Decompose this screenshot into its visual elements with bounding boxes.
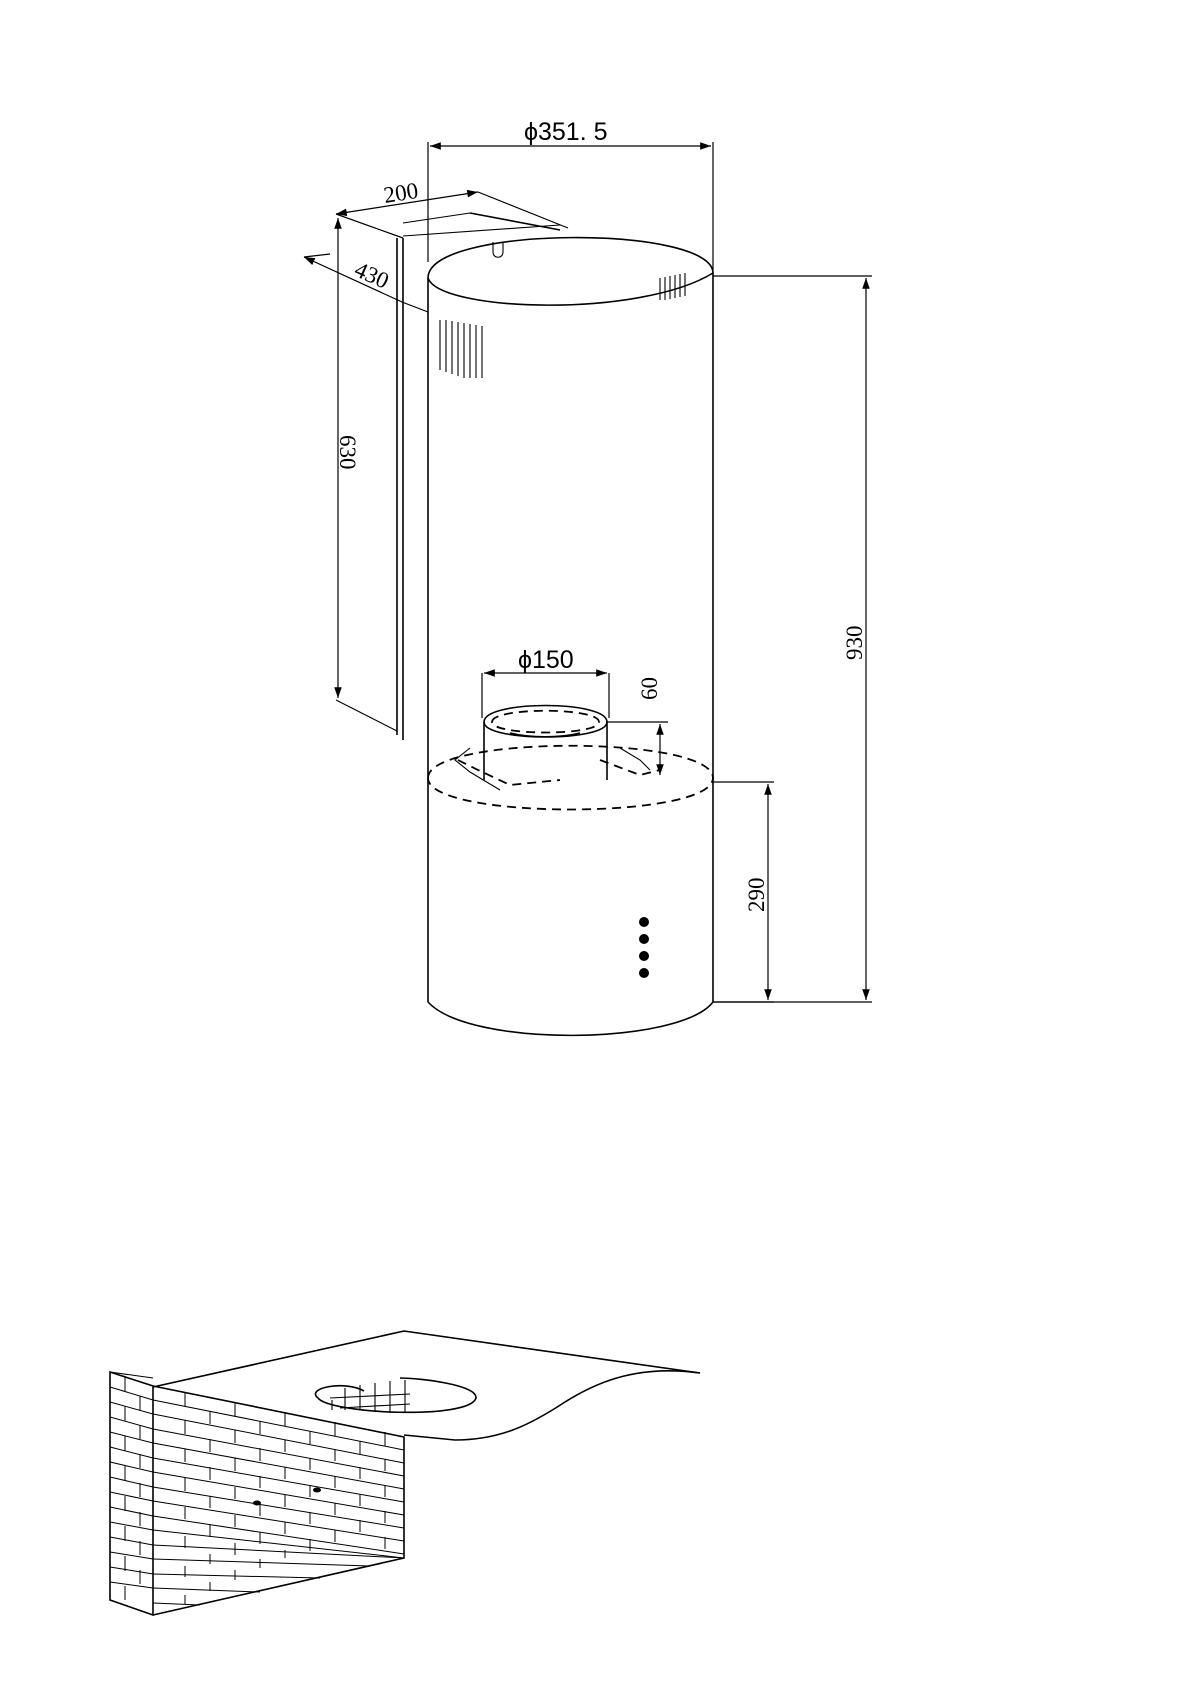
dimension-labels: ϕ351. 5 200 430 630 930 ϕ150 60 290 (335, 118, 867, 912)
dim-label-outlet-height: 60 (637, 677, 662, 700)
hood-elevation: ϕ351. 5 200 430 630 930 ϕ150 60 290 (304, 118, 872, 1035)
dim-label-chimney-depth: 430 (351, 257, 393, 294)
dim-label-chimney-height: 630 (335, 435, 360, 470)
cylinder-body (428, 238, 713, 1036)
control-buttons (639, 917, 649, 978)
wall-screws (253, 1488, 321, 1506)
ceiling-panel (153, 1331, 700, 1440)
brick-wall-side-courses (110, 1377, 153, 1600)
control-button-4[interactable] (639, 968, 649, 978)
control-button-3[interactable] (639, 951, 649, 961)
top-edge-hatching (440, 273, 685, 378)
installation-illustration (110, 1331, 700, 1615)
motor-housing-dashed (428, 746, 713, 810)
wall-screw-left (253, 1501, 261, 1506)
control-button-2[interactable] (639, 934, 649, 944)
dim-label-chimney-width: 200 (382, 178, 420, 208)
wall-screw-right (313, 1488, 321, 1493)
dim-label-total-height: 930 (842, 626, 867, 661)
control-button-1[interactable] (639, 917, 649, 927)
dim-label-outlet-diameter: ϕ150 (518, 646, 574, 674)
dim-label-diameter-top: ϕ351. 5 (524, 118, 608, 146)
brick-wall-front-courses (153, 1392, 404, 1605)
dim-label-hood-height: 290 (744, 878, 769, 913)
